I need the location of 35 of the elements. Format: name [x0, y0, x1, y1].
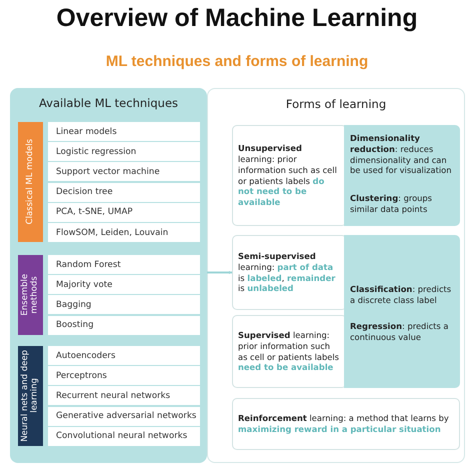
arrow	[207, 270, 232, 274]
list-item: Logistic regression	[48, 142, 200, 162]
info-text: Regression: predicts a continuous value	[350, 321, 450, 343]
info-panel	[344, 125, 460, 226]
list-item: Autoencoders	[48, 346, 200, 365]
category-bar: Ensemble methods	[18, 255, 43, 335]
info-panel	[344, 235, 460, 388]
text-card: Semi-supervised learning: part of data is labeled, remainder is unlabeled	[232, 235, 347, 310]
list-item: Majority vote	[48, 275, 200, 294]
list-item: Bagging	[48, 295, 200, 314]
text-card: Supervised learning: prior information such as cell or patients labels need to be available	[232, 315, 347, 388]
panel-heading: Available ML techniques	[38, 96, 180, 110]
panel	[10, 88, 207, 463]
panel	[207, 88, 465, 463]
info-text: Clustering: groups similar data points	[350, 193, 434, 215]
list-item: FlowSOM, Leiden, Louvain	[48, 223, 200, 242]
list-item: Support vector machine	[48, 162, 200, 182]
category-bar: Classical ML models	[18, 122, 43, 242]
info-text: Classification: predicts a discrete class label	[350, 284, 452, 306]
info-text: Dimensionality reduction: reduces dimensionality and can be used for visualization	[350, 133, 452, 176]
subtitle: ML techniques and forms of learning	[104, 53, 370, 70]
title: Overview of Machine Learning	[55, 4, 419, 33]
list-item: Decision tree	[48, 182, 200, 202]
panel-heading: Forms of learning	[284, 97, 388, 111]
list-item: Generative adversarial networks	[48, 406, 200, 426]
list-item: Linear models	[48, 122, 200, 141]
list-item: Convolutional neural networks	[48, 426, 200, 446]
list-item: Recurrent neural networks	[48, 386, 200, 406]
list-item: PCA, t-SNE, UMAP	[48, 202, 200, 222]
text-card: Reinforcement learning: a method that learns by maximizing reward in a particular situation	[232, 398, 460, 450]
list-item: Random Forest	[48, 255, 200, 274]
text-card: Unsupervised learning: prior information such as cell or patients labels do not need to be available	[232, 125, 347, 226]
category-bar: Neural nets and deep learning	[18, 346, 43, 446]
list-item: Boosting	[48, 316, 200, 335]
list-item: Perceptrons	[48, 366, 200, 386]
